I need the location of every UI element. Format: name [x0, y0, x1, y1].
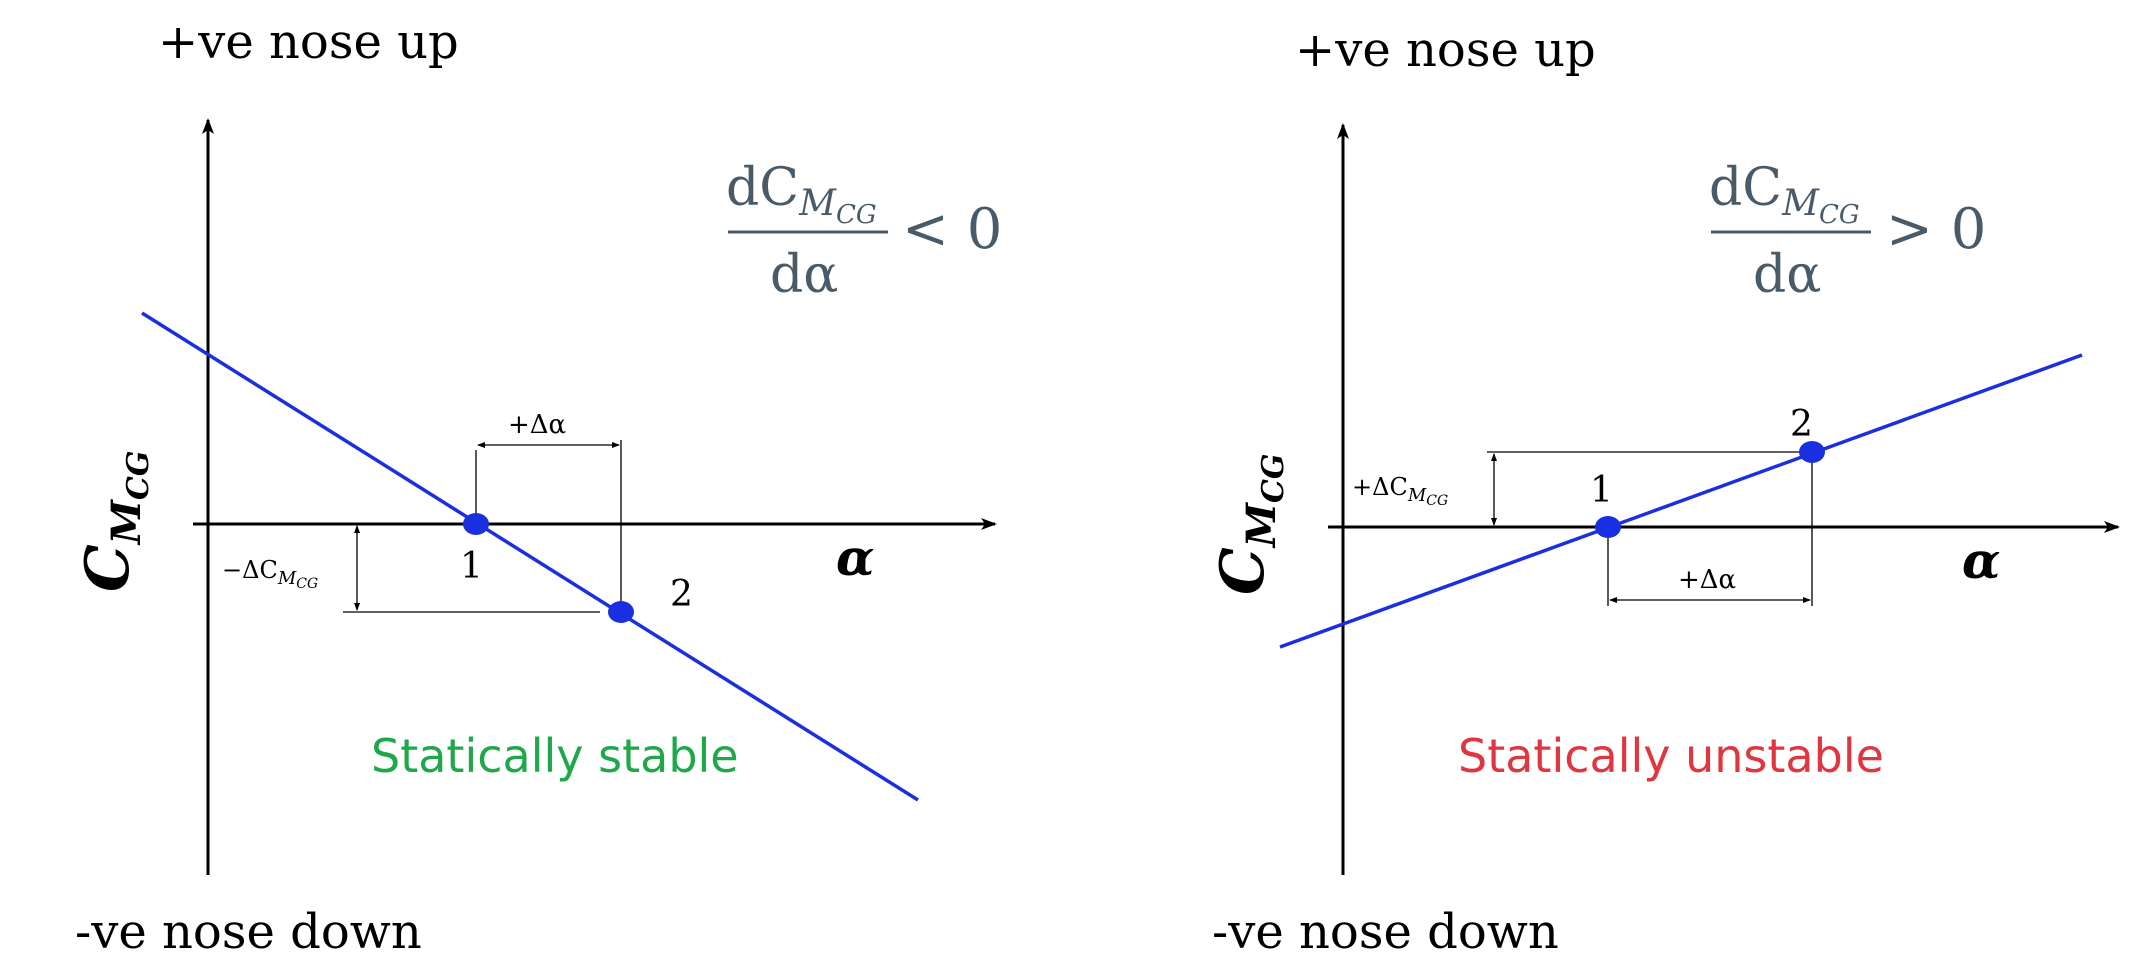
point-1-label: 1	[460, 546, 483, 587]
y-axis-label: CMCG	[1208, 453, 1291, 595]
svg-text:dCMCG: dCMCG	[726, 158, 877, 230]
svg-text:CMCG: CMCG	[73, 450, 156, 592]
point-2-label: 2	[670, 574, 693, 615]
point-2	[608, 601, 634, 623]
bottom-label: -ve nose down	[1212, 904, 1559, 960]
stability-caption: Statically unstable	[1458, 729, 1884, 783]
svg-text:> 0: > 0	[1886, 197, 1986, 262]
svg-text:dα: dα	[770, 245, 838, 305]
x-axis-label: α	[1962, 531, 2000, 590]
svg-text:CMCG: CMCG	[1208, 453, 1291, 595]
bottom-label: -ve nose down	[75, 904, 422, 960]
point-2-label: 2	[1790, 404, 1813, 445]
top-label: +ve nose up	[1295, 22, 1596, 78]
stability-caption: Statically stable	[371, 729, 739, 783]
delta-alpha-label: +Δα	[1678, 565, 1736, 595]
y-axis-label: CMCG	[73, 450, 156, 592]
diagram-unstable: +ve nose up CMCG α dCMCG dα > 0 +ΔCMCG +…	[1208, 22, 2120, 960]
svg-text:< 0: < 0	[902, 197, 1002, 262]
svg-text:dCMCG: dCMCG	[1709, 158, 1860, 230]
point-1-label: 1	[1590, 470, 1613, 511]
top-label: +ve nose up	[158, 14, 459, 70]
point-1	[1595, 516, 1621, 538]
diagram-stable: +ve nose up CMCG α dCMCG dα < 0 +Δα −ΔCM…	[73, 14, 1002, 960]
delta-cm-label: +ΔCMCG	[1352, 473, 1448, 509]
point-1	[463, 513, 489, 535]
cm-alpha-line	[141, 311, 919, 802]
delta-cm-label: −ΔCMCG	[222, 556, 318, 592]
derivative-expression: dCMCG dα < 0	[726, 158, 1002, 305]
point-2	[1799, 441, 1825, 463]
svg-text:dα: dα	[1753, 245, 1821, 305]
cm-alpha-line	[1279, 353, 2083, 649]
x-axis-label: α	[836, 528, 874, 587]
delta-alpha-label: +Δα	[508, 410, 566, 440]
derivative-expression: dCMCG dα > 0	[1709, 158, 1986, 305]
